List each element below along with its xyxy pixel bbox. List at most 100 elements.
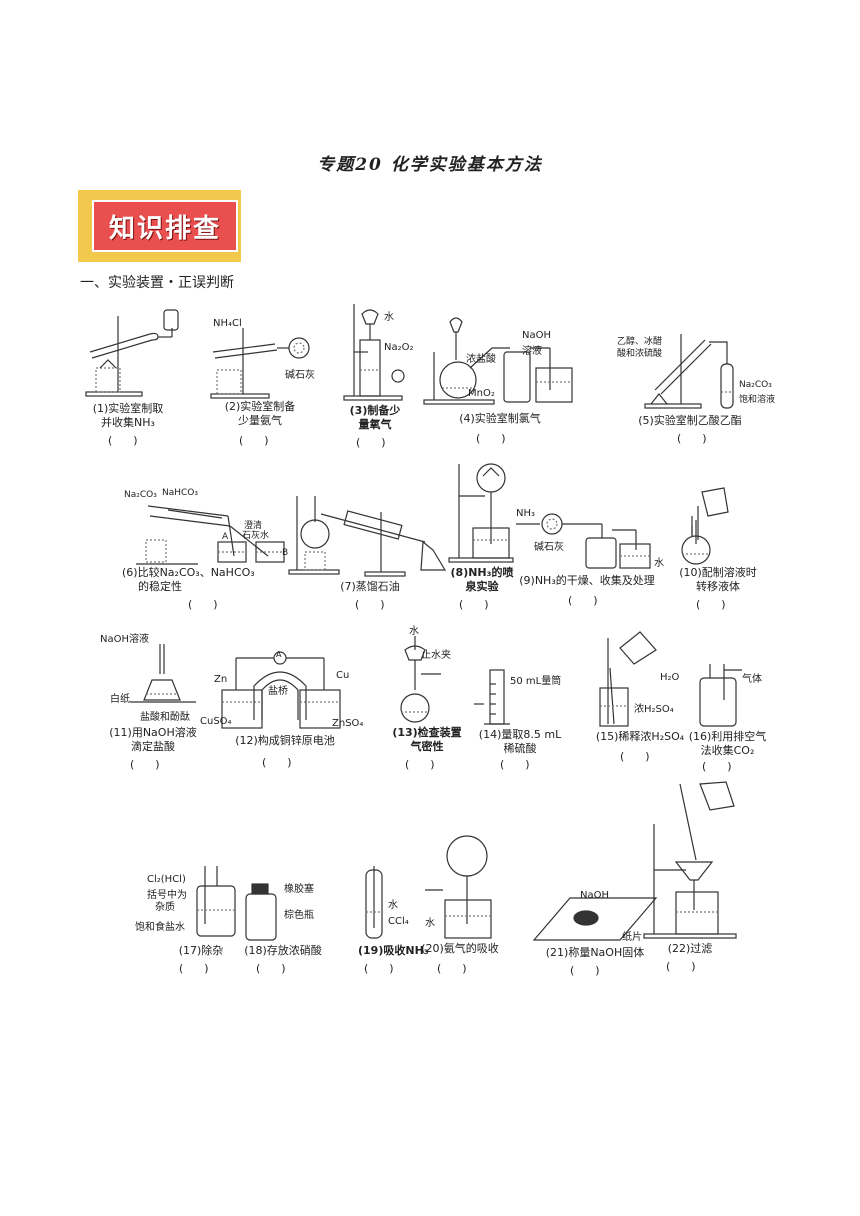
figure-3-caption: (3)制备少 量氧气 [349,404,401,431]
figure-5: 乙醇、冰醋 酸和浓硫酸 Na₂CO₃ 饱和溶液 (5)实验室制乙酸乙酯 ( ) [615,330,775,450]
figure-6-label-limewater-2: 石灰水 [242,531,270,541]
figure-12-answer[interactable]: ( ) [262,756,292,769]
figure-14-label-cylinder: 50 mL量筒 [510,676,562,687]
figure-14-caption: (14)量取8.5 mL 稀硫酸 [478,728,562,755]
figure-11-caption: (11)用NaOH溶液 滴定盐酸 [109,726,197,753]
figure-5-label-saturated: 饱和溶液 [739,395,776,405]
figure-12-label-bridge: 盐桥 [268,686,288,697]
figure-6-apparatus [136,505,285,565]
figure-9: NH₃ 碱石灰 水 (9)NH₃的干燥、收集及处理 ( ) [512,508,672,612]
figure-11-label-analyte: 盐酸和酚酞 [140,712,190,723]
figure-17-apparatus [196,866,236,937]
figure-3-label-water: 水 [384,312,394,323]
figure-9-label-water: 水 [654,558,664,569]
figure-10-apparatus [681,487,729,565]
figure-11-label-paper: 白纸 [110,694,130,705]
figure-6-label-carbonate: Na₂CO₃ [124,490,157,500]
figure-17-answer[interactable]: ( ) [179,962,209,975]
figure-20-answer[interactable]: ( ) [437,962,467,975]
figure-6-label-a: A [222,532,229,542]
figure-7-answer[interactable]: ( ) [355,598,385,611]
section-badge-text: 知识排查 [108,213,221,244]
figure-10-caption: (10)配制溶液时 转移液体 [679,566,757,593]
figure-6-label-b: B [282,548,289,558]
figure-6-label-bicarbonate: NaHCO₃ [162,488,198,498]
figure-4-label-acid: 浓盐酸 [466,354,496,365]
figure-22-answer[interactable]: ( ) [666,960,696,973]
figure-5-caption: (5)实验室制乙酸乙酯 [638,414,742,427]
figure-13-answer[interactable]: ( ) [405,758,435,771]
figure-4-caption: (4)实验室制氯气 [459,412,541,425]
figure-18-caption: (18)存放浓硝酸 [244,944,322,957]
figure-15-answer[interactable]: ( ) [620,750,650,763]
figure-21-label-paper: 纸片 [622,932,642,943]
figure-14-answer[interactable]: ( ) [500,758,530,771]
page-title: 专题20 化学实验基本方法 [317,155,543,175]
figure-11: NaOH溶液 白纸 盐酸和酚酞 (11)用NaOH溶液 滴定盐酸 ( ) [100,628,210,774]
figure-4: 浓盐酸 NaOH 溶液 MnO₂ (4)实验室制氯气 ( ) [420,312,580,450]
figure-4-answer[interactable]: ( ) [476,432,506,445]
figure-22: (22)过滤 ( ) [640,780,750,980]
figure-5-label-carbonate: Na₂CO₃ [739,380,772,390]
figure-12: A Zn Cu 盐桥 CuSO₄ ZnSO₄ (12)构成铜锌原电池 ( ) [200,650,365,774]
figure-3-apparatus [343,304,405,401]
figure-5-apparatus [644,334,734,409]
figure-2-answer[interactable]: ( ) [239,434,269,447]
figure-1-answer[interactable]: ( ) [108,434,138,447]
figure-19-apparatus [365,866,383,939]
figure-9-label-gas: NH₃ [516,508,536,519]
figure-9-answer[interactable]: ( ) [568,594,598,607]
figure-12-label-znso4: ZnSO₄ [332,718,364,729]
figure-3-label-reagent: Na₂O₂ [384,342,414,353]
figure-15-apparatus [599,631,657,727]
figure-12-label-ammeter: A [276,650,282,659]
figure-15-label-water: H₂O [660,672,680,683]
figure-6-label-limewater-1: 澄清 [244,521,263,531]
figure-13-apparatus [400,636,441,723]
figure-2-apparatus [210,328,310,399]
figure-16-apparatus [699,664,742,727]
figure-3: 水 Na₂O₂ (3)制备少 量氧气 ( ) [340,300,414,452]
figure-11-answer[interactable]: ( ) [130,758,160,771]
figure-5-answer[interactable]: ( ) [677,432,707,445]
figure-17-label-brine: 饱和食盐水 [135,922,185,933]
figure-19-label-water: 水 [388,900,398,911]
figure-8-answer[interactable]: ( ) [459,598,489,611]
figure-20: 水 (20)氨气的吸收 ( ) [415,832,515,980]
figure-21-caption: (21)称量NaOH固体 [545,946,645,959]
figure-21-answer[interactable]: ( ) [570,964,600,977]
figure-18-answer[interactable]: ( ) [256,962,286,975]
figure-1-apparatus [85,309,179,397]
figure-17: Cl₂(HCl) 括号中为 杂质 饱和食盐水 (17)除杂 ( ) [135,862,245,980]
figure-17-label-note-1: 括号中为 [147,890,187,901]
figure-2-caption: (2)实验室制备 少量氨气 [224,400,296,427]
figure-16: 气体 (16)利用排空气 法收集CO₂ ( ) [680,660,775,774]
figure-3-answer[interactable]: ( ) [356,436,386,449]
figure-10: (10)配制溶液时 转移液体 ( ) [668,486,773,612]
figure-6: Na₂CO₃ NaHCO₃ 澄清 石灰水 A B (6)比较Na₂CO₃、NaH… [118,486,293,612]
figure-9-caption: (9)NH₃的干燥、收集及处理 [519,574,655,587]
figure-20-apparatus [425,835,492,939]
figure-19-answer[interactable]: ( ) [364,962,394,975]
figure-16-answer[interactable]: ( ) [702,760,732,773]
figure-12-label-zn: Zn [214,674,228,685]
figure-19-label-ccl4: CCl₄ [388,916,409,927]
figure-7-caption: (7)蒸馏石油 [340,580,400,593]
figure-19: 水 CCl₄ (19)吸收NH₃ ( ) [358,866,429,980]
figure-1-caption: (1)实验室制取 并收集NH₃ [92,402,164,429]
figure-21: NaOH 纸片 (21)称量NaOH固体 ( ) [530,888,660,980]
figure-6-answer[interactable]: ( ) [188,598,218,611]
figure-16-label-gas: 气体 [742,674,762,685]
figure-15: H₂O 浓H₂SO₄ (15)稀释浓H₂SO₄ ( ) [590,628,690,774]
figure-6-caption: (6)比较Na₂CO₃、NaHCO₃ 的稳定性 [122,566,255,593]
figure-22-apparatus [643,781,737,939]
figure-10-answer[interactable]: ( ) [696,598,726,611]
figure-4-apparatus [423,317,573,405]
figure-18-label-stopper: 橡胶塞 [284,884,314,895]
figure-18-label-bottle: 棕色瓶 [284,910,314,921]
figure-13: 水 止水夹 (13)检查装置 气密性 ( ) [385,620,470,774]
figure-8-apparatus [448,463,514,563]
figure-14-apparatus [474,669,510,725]
section-badge: 知识排查 [78,190,241,262]
figure-13-label-water: 水 [409,626,419,637]
